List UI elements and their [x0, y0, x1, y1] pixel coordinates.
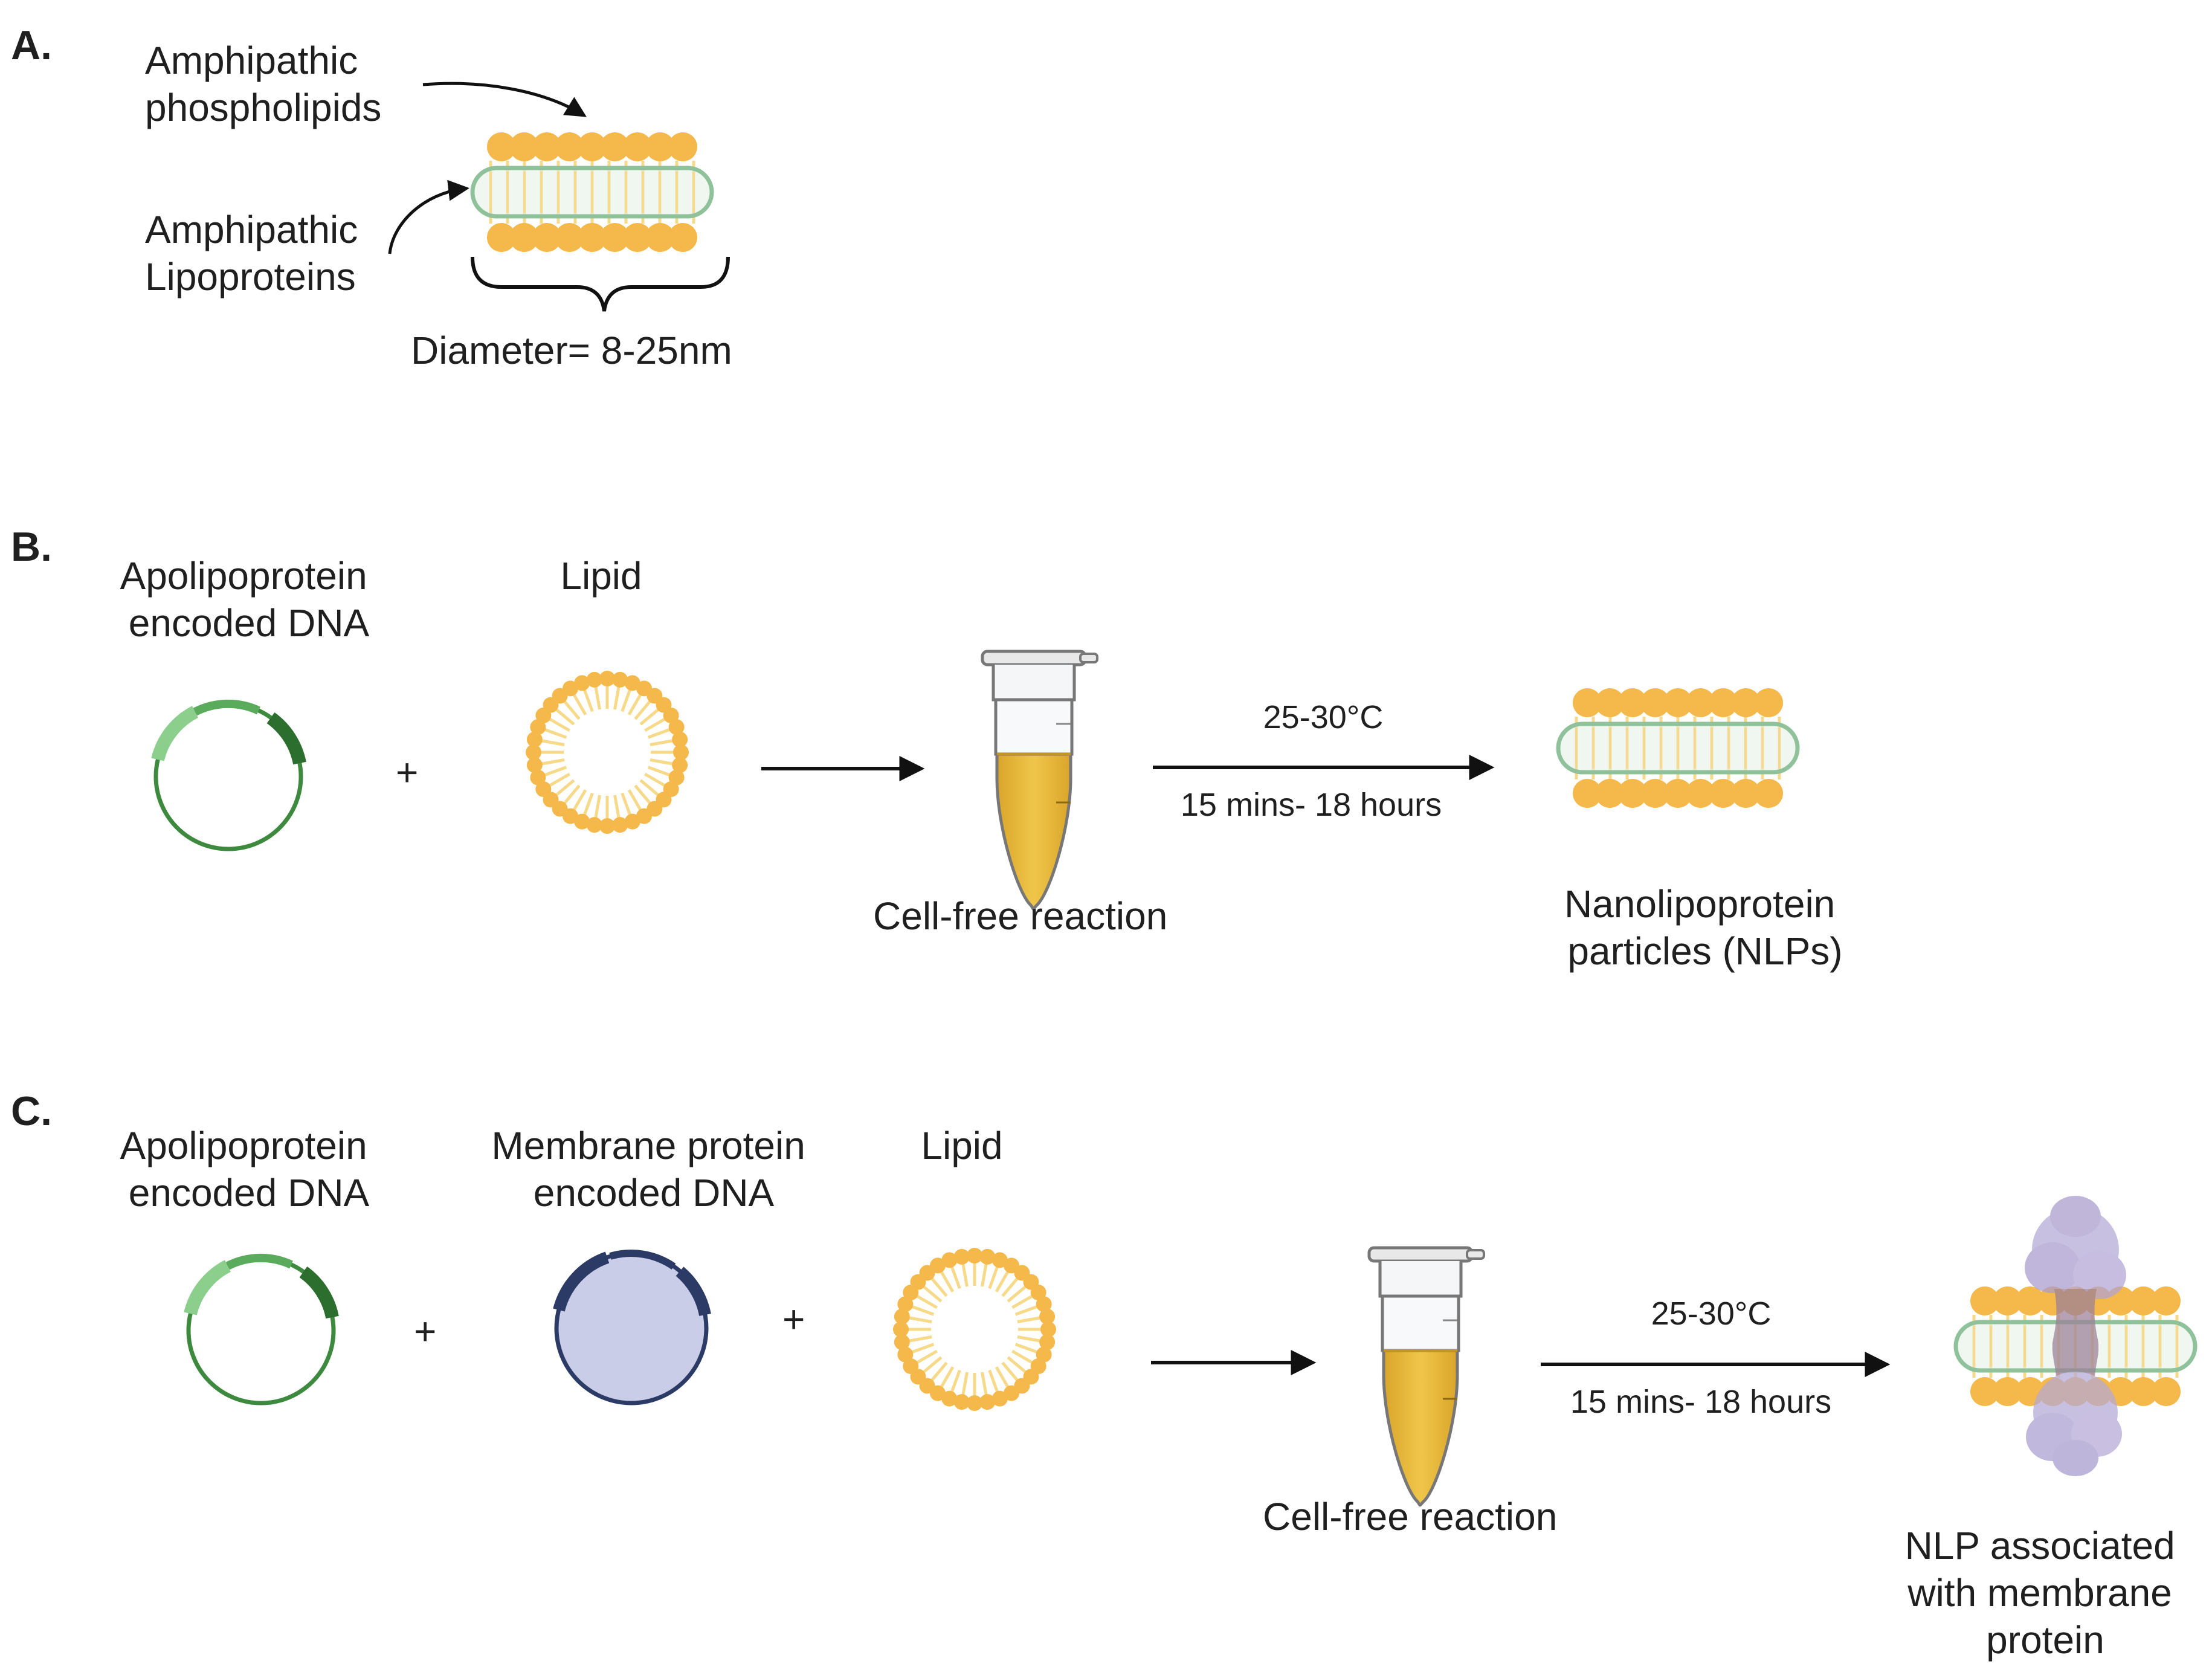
- apolipoprotein-dna-label: Apolipoprotein encoded DNA: [120, 554, 378, 645]
- nlp-disc-b: [1558, 688, 1798, 808]
- apolipoprotein-plasmid: [151, 699, 306, 851]
- nlp-disc-a: [472, 132, 712, 252]
- panel-a-letter: A.: [11, 22, 52, 68]
- time-label: 15 mins- 18 hours: [1181, 787, 1442, 823]
- panel-c: C. Apolipoprotein encoded DNA Membrane p…: [11, 1088, 2195, 1662]
- lipid-vesicle-c: [893, 1248, 1056, 1411]
- nlp-with-membrane-protein: [1956, 1196, 2195, 1476]
- membrane-protein-plasmid: [553, 1250, 711, 1405]
- diameter-label: Diameter= 8-25nm: [411, 329, 732, 372]
- plus-sign: +: [396, 750, 418, 794]
- panel-c-letter: C.: [11, 1088, 52, 1134]
- lipoproteins-arrow: [388, 179, 469, 254]
- panel-b-letter: B.: [11, 524, 52, 570]
- tube-label-c: Cell-free reaction: [1263, 1495, 1557, 1538]
- tube-label: Cell-free reaction: [873, 894, 1167, 938]
- panel-b: B. Apolipoprotein encoded DNA Lipid + Ce…: [11, 524, 1846, 973]
- diameter-brace: [471, 256, 730, 312]
- nlp-product-label: Nanolipoprotein particles (NLPs): [1564, 882, 1846, 973]
- apolipoprotein-plasmid-c: [184, 1253, 339, 1405]
- lipid-label: Lipid: [560, 554, 642, 598]
- lipid-label-c: Lipid: [921, 1124, 1002, 1167]
- plus-sign-c1: +: [414, 1309, 436, 1353]
- nlp-membrane-product-label: NLP associated with membrane protein: [1905, 1524, 2186, 1662]
- phospholipids-arrow: [422, 82, 587, 117]
- time-label-c: 15 mins- 18 hours: [1570, 1384, 1831, 1420]
- panel-a: A. Amphipathic phospholipids Amphipathic…: [11, 22, 732, 372]
- apolipoprotein-dna-label-c: Apolipoprotein encoded DNA: [120, 1124, 378, 1215]
- membrane-dna-label: Membrane protein encoded DNA: [491, 1124, 816, 1215]
- reaction-tube-c: [1369, 1248, 1484, 1505]
- phospholipids-label: Amphipathic phospholipids: [145, 39, 381, 129]
- lipoproteins-label: Amphipathic Lipoproteins: [145, 208, 369, 298]
- lipid-vesicle: [526, 671, 689, 834]
- reaction-tube: [982, 651, 1097, 909]
- membrane-protein-shape: [2025, 1196, 2126, 1476]
- temperature-label: 25-30°C: [1263, 699, 1384, 735]
- temperature-label-c: 25-30°C: [1651, 1296, 1772, 1332]
- plus-sign-c2: +: [782, 1297, 805, 1341]
